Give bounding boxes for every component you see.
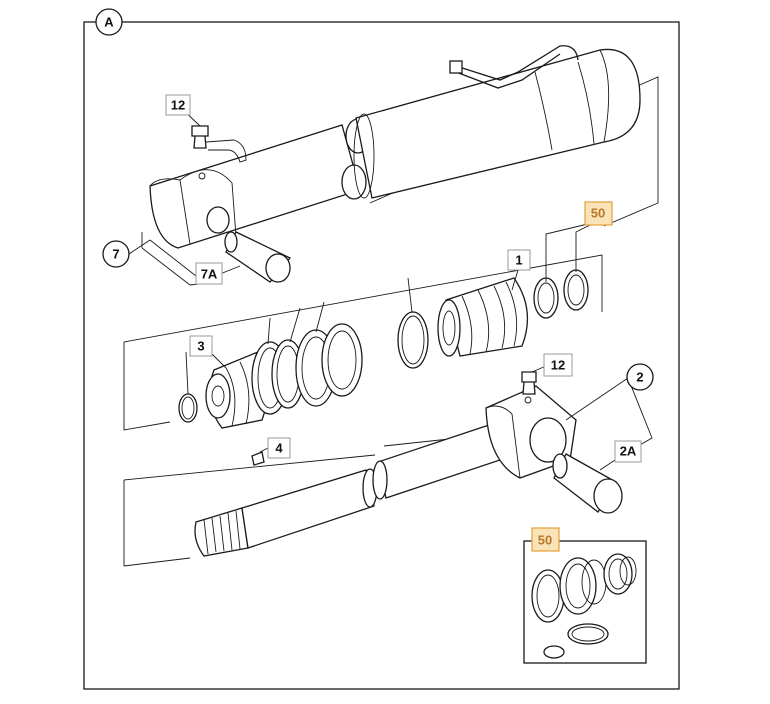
callout-12-top[interactable]: 12 [165,94,191,116]
seal-kit-frame [523,540,647,664]
callout-1[interactable]: 1 [507,249,531,271]
kit-ring-3 [603,553,633,595]
barrel-panel-outline [141,76,659,286]
barrel-left-body [149,124,361,249]
piston-seals-group [123,254,603,431]
callout-50-top[interactable]: 50 [584,201,613,226]
barrel-pin-7a [224,231,292,283]
barrel-right-body [355,48,641,199]
callout-4[interactable]: 4 [267,437,291,459]
callout-1-text: 1 [515,253,522,268]
callout-2a-text: 2A [620,444,637,459]
kit-small-ring [543,645,565,659]
callout-12-mid-text: 12 [551,358,565,373]
callout-7-text: 7 [112,247,119,262]
barrel-tube-pipe [455,45,579,89]
seal-kit-inset [523,540,647,664]
gland-1 [437,277,528,357]
callout-50-kit[interactable]: 50 [531,527,560,552]
section-label-a: A [95,8,123,36]
callout-12-mid[interactable]: 12 [543,353,573,377]
piston-ring-4 [321,323,363,397]
callout-12-top-text: 12 [171,98,185,113]
callout-3[interactable]: 3 [189,335,213,357]
rod-eye-2 [485,385,577,479]
set-screw-4 [251,451,265,466]
cylinder-barrel-group [141,45,659,286]
piston-rod-group [123,371,623,567]
rod-body-left [241,469,375,549]
callout-2[interactable]: 2 [626,363,654,391]
rod-panel-outline [123,436,469,567]
grease-nipple-rod [521,371,537,395]
diagram-frame [83,21,680,690]
barrel-port-hole [206,206,230,234]
callout-4-text: 4 [275,441,283,456]
callout-2-text: 2 [636,370,643,385]
rod-body-right [377,421,507,499]
grease-nipple-barrel [191,125,209,149]
callout-2a[interactable]: 2A [614,440,642,463]
section-label-a-text: A [104,15,114,30]
callout-50-top-text: 50 [591,206,605,221]
kit-ring-2 [559,557,597,615]
piston-panel-outline [123,254,603,431]
callout-50-kit-text: 50 [538,533,552,548]
callout-7a[interactable]: 7A [195,262,223,285]
o-ring-large [397,311,429,369]
callout-7[interactable]: 7 [102,240,130,268]
callout-7a-text: 7A [201,267,218,282]
rod-pin-2a [552,453,623,514]
callout-3-text: 3 [197,339,204,354]
